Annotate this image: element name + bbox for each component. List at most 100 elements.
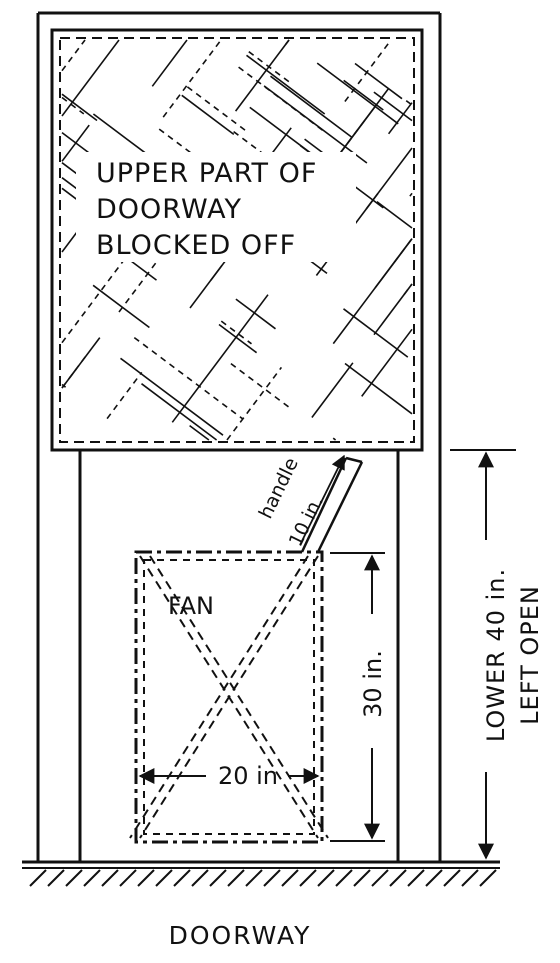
panel-hatch-stroke	[181, 94, 235, 136]
panel-hatch-stroke	[69, 337, 101, 379]
floor-hatch-stroke	[371, 869, 389, 887]
panel-hatch-stroke	[409, 192, 413, 197]
panel-hatch-stroke	[61, 383, 67, 388]
floor-hatch-stroke	[137, 869, 155, 887]
fan-handle	[300, 456, 364, 553]
floor-hatch-stroke	[389, 869, 407, 887]
floor-hatch-stroke	[227, 869, 245, 887]
panel-hatch-stroke	[270, 75, 352, 138]
fan-height-dimension	[330, 552, 385, 842]
blocked-label-line-3: BLOCKED OFF	[96, 230, 296, 261]
floor-hatch-stroke	[101, 869, 119, 887]
panel-hatch-stroke	[246, 54, 326, 115]
floor-hatch-stroke	[479, 869, 497, 887]
floor-hatch-stroke	[317, 869, 335, 887]
handle-length-arrow	[299, 454, 345, 546]
panel-hatch-stroke	[374, 238, 413, 289]
fan	[129, 550, 329, 844]
floor-hatch-stroke	[83, 869, 101, 887]
panel-hatch-stroke	[354, 62, 403, 100]
panel-hatch-stroke	[373, 91, 413, 122]
panel-hatch-stroke	[234, 39, 290, 112]
floor-hatch-stroke	[281, 869, 299, 887]
panel-hatch-stroke	[151, 39, 188, 87]
floor-hatch-stroke	[407, 869, 425, 887]
floor-hatch-stroke	[65, 869, 83, 887]
panel-hatch-stroke	[61, 93, 98, 122]
floor-hatch-stroke	[335, 869, 353, 887]
floor-hatch-stroke	[47, 869, 65, 887]
panel-hatch-stroke	[343, 79, 384, 111]
blocked-panel-inner-dashed	[59, 37, 415, 443]
opening-label-line-2: LEFT OPEN	[516, 585, 544, 725]
opening-label-line-1: LOWER 40 in.	[482, 568, 510, 742]
panel-hatch-stroke	[120, 357, 224, 436]
floor-hatch-stroke	[155, 869, 173, 887]
panel-hatch-stroke	[332, 437, 337, 441]
panel-hatch-stroke	[235, 298, 276, 330]
panel-hatch-stroke	[61, 39, 86, 72]
panel-hatch-stroke	[284, 39, 290, 46]
floor-hatch-stroke	[353, 869, 371, 887]
panel-hatch-stroke	[263, 85, 368, 164]
blocked-panel: UPPER PART OF DOORWAY BLOCKED OFF	[50, 28, 424, 452]
panel-hatch-stroke	[226, 366, 283, 441]
panel-hatch-stroke	[92, 284, 150, 329]
fan-outline	[134, 550, 324, 844]
panel-hatch-stroke	[376, 201, 413, 229]
panel-hatch-stroke	[61, 39, 120, 117]
fan-cross-2	[139, 555, 319, 839]
panel-hatch-stroke	[189, 424, 210, 441]
panel-hatch-stroke	[141, 383, 218, 441]
floor-hatch-stroke	[443, 869, 461, 887]
fan-label: FAN	[168, 592, 214, 620]
blocked-label-line-1: UPPER PART OF	[96, 158, 317, 189]
fan-cross-1b	[149, 555, 329, 839]
panel-hatch-stroke	[61, 96, 85, 115]
panel-hatch-stroke	[316, 62, 399, 125]
panel-hatch-stroke	[387, 102, 413, 135]
door-frame	[36, 11, 442, 862]
floor-hatch-stroke	[209, 869, 227, 887]
panel-hatch-stroke	[248, 51, 293, 85]
floor-hatch-stroke	[425, 869, 443, 887]
floor-hatch-stroke	[263, 869, 281, 887]
blocked-label-line-2: DOORWAY	[96, 194, 242, 225]
blocked-label: UPPER PART OF DOORWAY BLOCKED OFF	[96, 158, 327, 261]
panel-hatch-stroke	[361, 328, 413, 397]
panel-hatch-stroke	[162, 39, 222, 118]
panel-hatch-stroke	[403, 283, 413, 296]
panel-hatch-stroke	[230, 362, 290, 408]
handle-label: handle	[255, 454, 303, 522]
blocked-label-backdrop	[76, 152, 356, 262]
floor-hatch-stroke	[461, 869, 479, 887]
floor-hatching	[29, 869, 497, 887]
panel-hatch-stroke	[189, 264, 223, 309]
panel-hatch-stroke	[61, 229, 147, 344]
panel-hatch-stroke	[186, 86, 247, 132]
panel-hatch-stroke	[133, 336, 244, 420]
fan-width-label: 20 in	[218, 762, 278, 790]
floor-hatch-stroke	[29, 869, 47, 887]
panel-hatch-stroke	[171, 294, 269, 423]
panel-hatch-stroke	[405, 100, 413, 106]
caption: DOORWAY	[169, 921, 312, 950]
floor-hatch-stroke	[245, 869, 263, 887]
panel-hatch-stroke	[344, 39, 392, 102]
panel-hatch-stroke	[343, 308, 409, 358]
panel-hatch-stroke	[220, 320, 252, 345]
blocked-panel-outline	[50, 28, 424, 452]
panel-hatch-stroke	[311, 362, 354, 418]
floor-hatch-stroke	[191, 869, 209, 887]
floor-hatch-stroke	[119, 869, 137, 887]
fan-inner-dashed	[143, 559, 315, 835]
panel-hatch-stroke	[92, 113, 152, 158]
fan-height-label: 30 in.	[359, 650, 387, 718]
opening-dimension	[450, 449, 516, 860]
floor-hatch-stroke	[173, 869, 191, 887]
fan-cross-2b	[129, 555, 309, 839]
floor	[22, 860, 500, 887]
panel-hatch-stroke	[218, 323, 258, 354]
panel-hatch-stroke	[106, 371, 143, 420]
